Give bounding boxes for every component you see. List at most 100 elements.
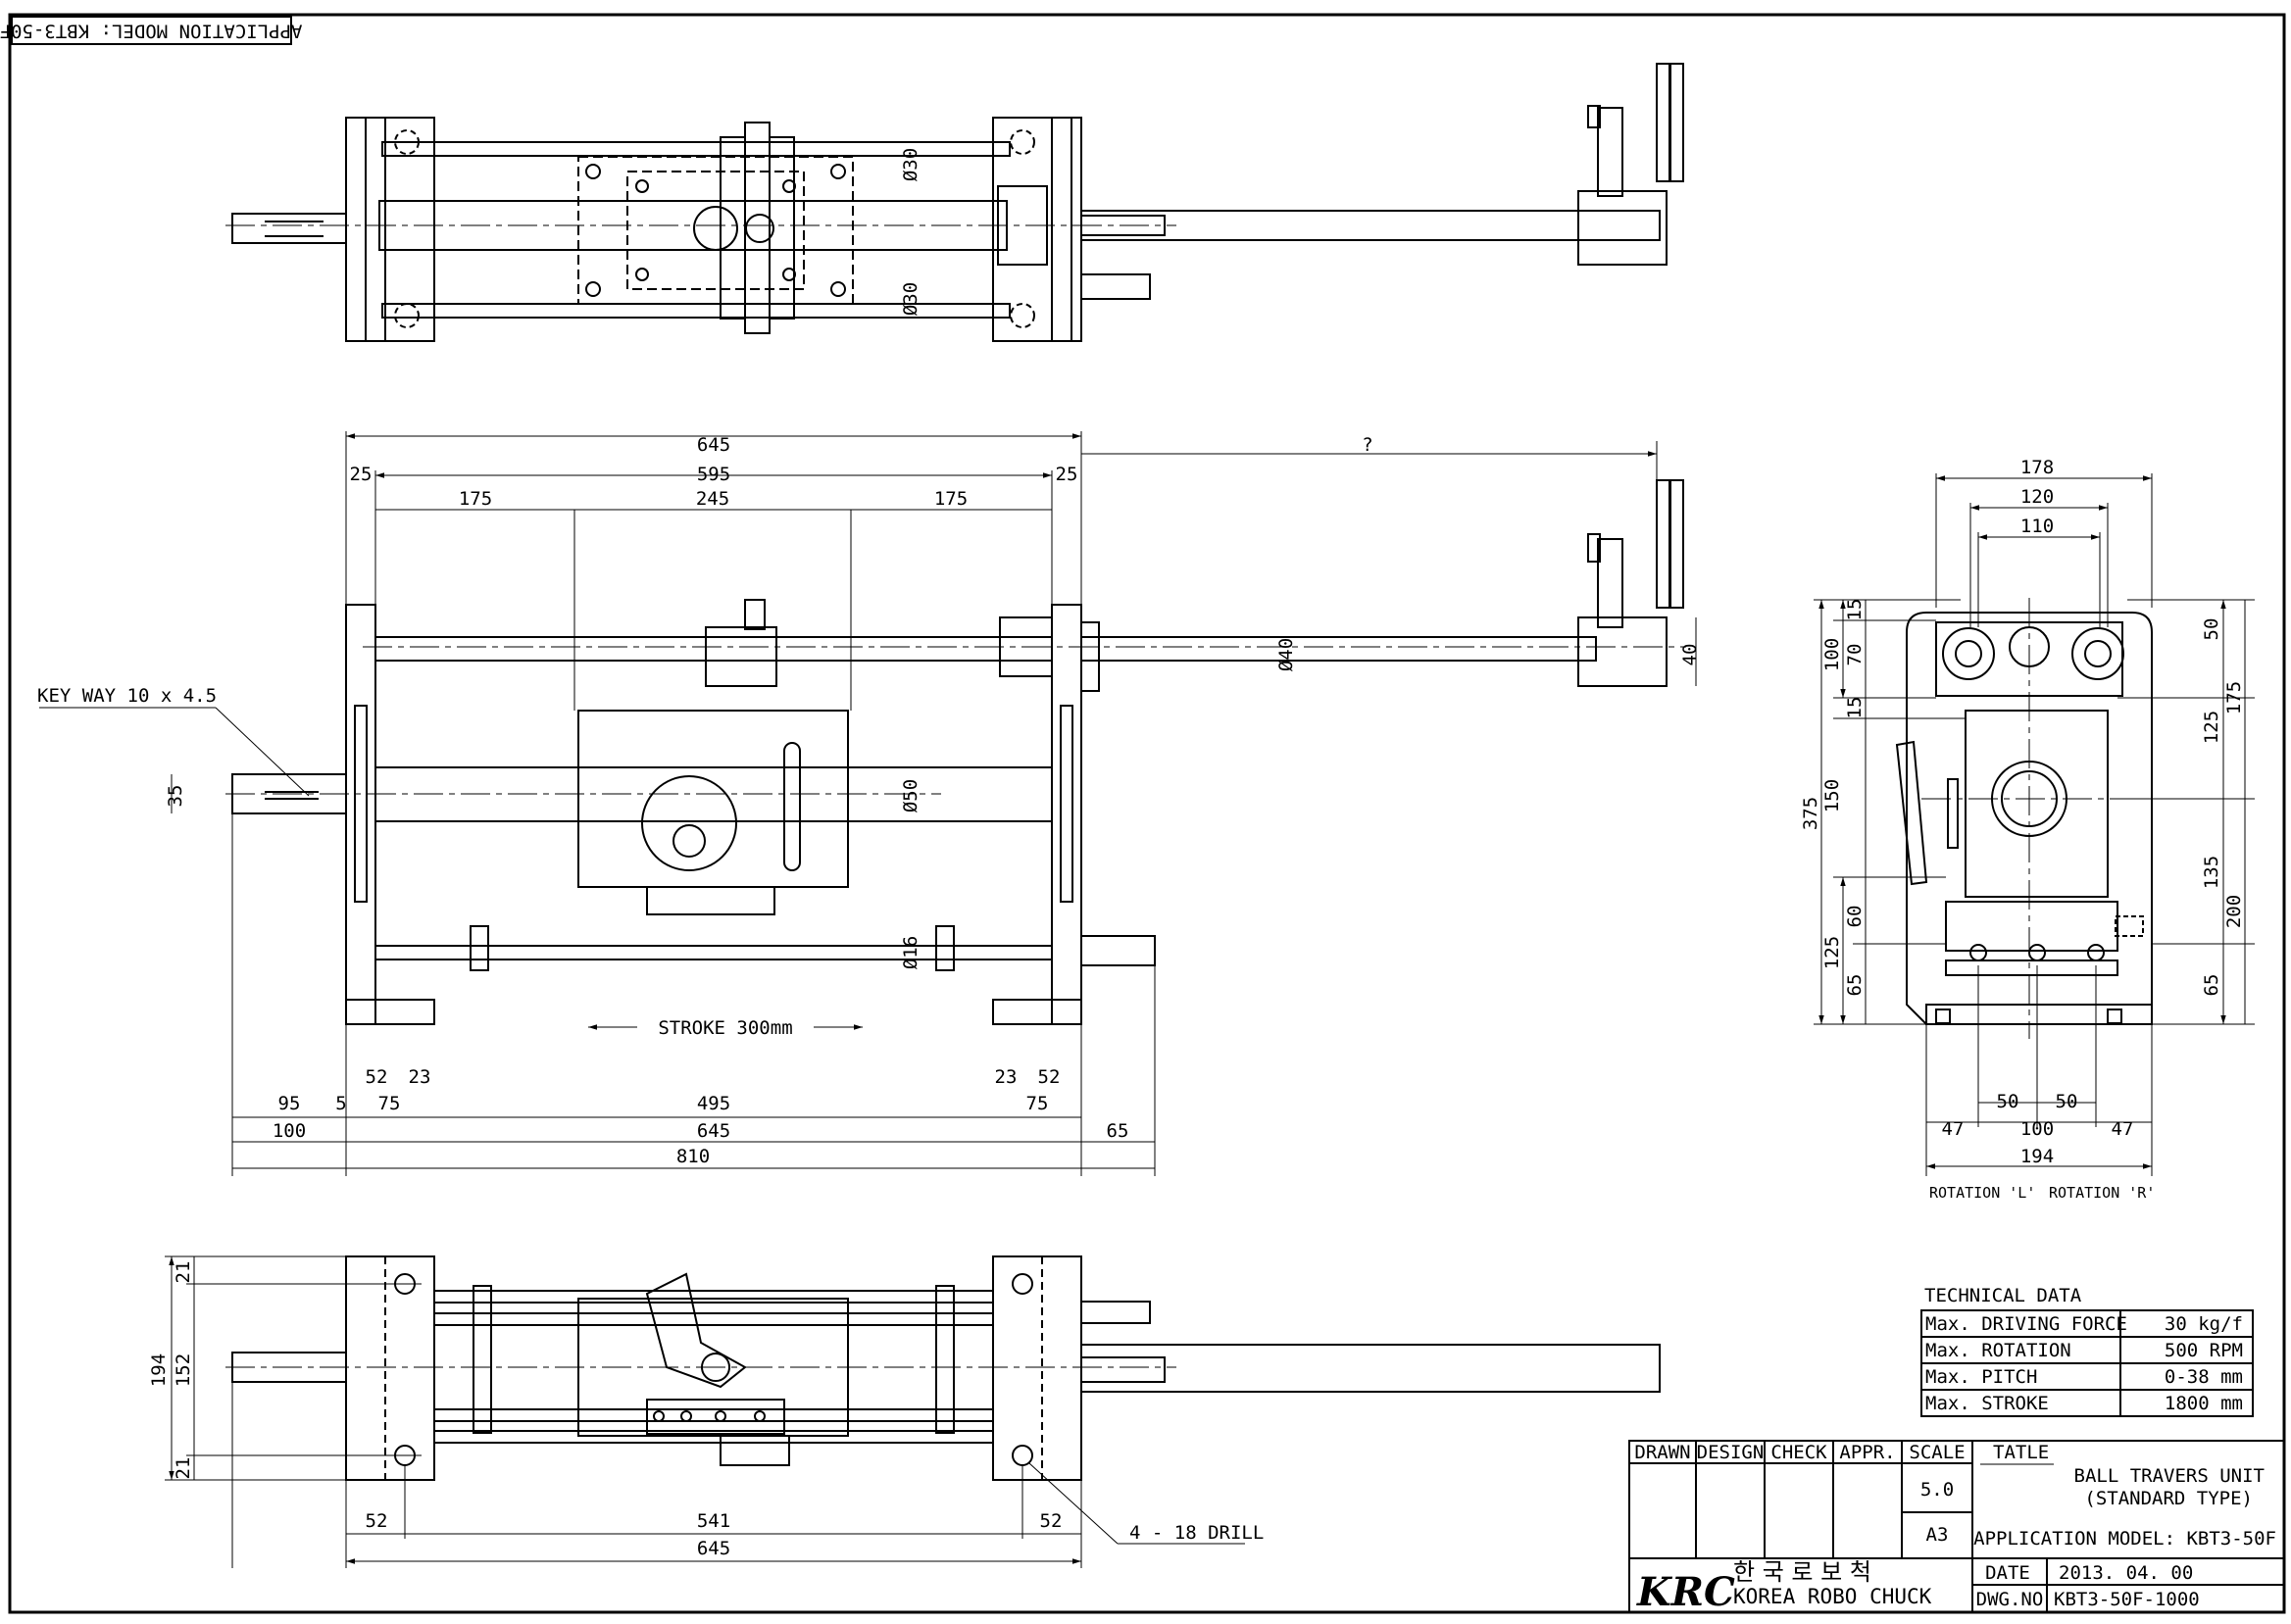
tb-date-value: 2013. 04. 00: [2059, 1562, 2193, 1584]
dim-side-b50b: 50: [2056, 1091, 2078, 1112]
tech-row-label: Max. ROTATION: [1925, 1340, 2071, 1361]
dim-side-r125: 125: [2201, 711, 2222, 744]
front-view-dims: 645 ? 25 595 25 175 245 175 Ø40 40 Ø50 Ø…: [37, 434, 1701, 1167]
dim-bottom-b541: 541: [697, 1510, 730, 1532]
dim-side-h60: 60: [1844, 906, 1866, 928]
dim-front-end-left: 25: [350, 464, 373, 485]
front-view-dim-lines: [39, 431, 1697, 1176]
dim-side-b47b: 47: [2112, 1118, 2134, 1140]
drill-label: 4 - 18 DRILL: [1129, 1522, 1264, 1544]
top-view-dims: Ø30 Ø30: [900, 148, 921, 316]
dim-front-seg-mid: 245: [696, 488, 729, 510]
dim-front-b75-left: 75: [378, 1093, 401, 1114]
tech-row-value: 0-38 mm: [2165, 1366, 2243, 1388]
dim-side-h15b: 15: [1844, 697, 1866, 719]
tb-company-english: KOREA ROBO CHUCK: [1733, 1585, 1932, 1608]
bottom-view-dim-lines: [165, 1255, 1245, 1568]
dim-bottom-h194: 194: [148, 1353, 170, 1387]
dim-side-r50: 50: [2201, 618, 2222, 641]
technical-data-title: TECHNICAL DATA: [1924, 1285, 2082, 1306]
dim-front-b95: 95: [278, 1093, 301, 1114]
tb-header-design: DESIGN: [1697, 1442, 1765, 1463]
dim-side-b47a: 47: [1942, 1118, 1965, 1140]
dim-front-overall: 645: [697, 434, 730, 456]
tb-header-scale: SCALE: [1909, 1442, 1965, 1463]
title-block: DRAWN DESIGN CHECK APPR. SCALE 5.0 A3 TA…: [1628, 1440, 2285, 1615]
dim-front-b52-right: 52: [1038, 1066, 1061, 1088]
keyway-label: KEY WAY 10 x 4.5: [37, 685, 217, 707]
bottom-view-dims: 21 152 194 21 52 541 52 645 4 - 18 DRILL: [148, 1261, 1264, 1559]
dim-side-w110: 110: [2020, 516, 2054, 537]
dim-front-b100: 100: [273, 1120, 306, 1142]
dim-bottom-h21a: 21: [173, 1261, 194, 1284]
dim-side-h100: 100: [1821, 638, 1843, 671]
dim-side-b50a: 50: [1997, 1091, 2019, 1112]
dim-side-h70: 70: [1844, 644, 1866, 666]
dim-front-b810: 810: [676, 1146, 710, 1167]
dim-front-inner: 595: [697, 464, 730, 485]
dim-bottom-b645: 645: [697, 1538, 730, 1559]
tb-company-korean: 한 국 로 보 척: [1733, 1558, 1871, 1586]
side-view-dim-lines: [1814, 473, 2255, 1176]
dim-top-dia-lower: Ø30: [900, 282, 921, 316]
rotation-r-label: ROTATION 'R': [2049, 1184, 2155, 1202]
tb-date-label: DATE: [1985, 1562, 2030, 1584]
dim-side-h65: 65: [1844, 974, 1866, 997]
tb-dwg-label: DWG.NO: [1976, 1589, 2044, 1610]
dim-front-b52-left: 52: [366, 1066, 388, 1088]
dim-front-b495: 495: [697, 1093, 730, 1114]
dim-side-h125: 125: [1821, 936, 1843, 969]
dim-front-b23-left: 23: [409, 1066, 431, 1088]
tech-row-value: 500 RPM: [2165, 1340, 2243, 1361]
sheet-border: [8, 13, 2286, 1614]
tech-row-value: 1800 mm: [2165, 1393, 2243, 1414]
technical-data-table: TECHNICAL DATA Max. DRIVING FORCE 30 kg/…: [1920, 1285, 2254, 1417]
tech-row-label: Max. DRIVING FORCE: [1925, 1313, 2127, 1335]
dim-front-key-height: 35: [165, 785, 186, 808]
rotation-l-label: ROTATION 'L': [1929, 1184, 2035, 1202]
krc-logo: KRC: [1636, 1569, 1735, 1615]
dim-front-seg-left: 175: [459, 488, 492, 510]
dim-side-h375: 375: [1800, 797, 1821, 830]
dim-side-b194: 194: [2020, 1146, 2054, 1167]
tb-title-label: TATLE: [1993, 1442, 2049, 1463]
dim-front-unknown: ?: [1362, 434, 1372, 456]
dim-front-seg-right: 175: [934, 488, 968, 510]
dim-front-shaft-dia: Ø50: [900, 779, 921, 812]
dim-side-h15a: 15: [1844, 599, 1866, 621]
dim-side-b100: 100: [2020, 1118, 2054, 1140]
stroke-label: STROKE 300mm: [658, 1017, 792, 1039]
dim-front-b5: 5: [335, 1093, 346, 1114]
tb-scale-value: 5.0: [1920, 1479, 1954, 1501]
dim-bottom-h152: 152: [173, 1353, 194, 1387]
tech-row-value: 30 kg/f: [2165, 1313, 2243, 1335]
tech-row-label: Max. PITCH: [1925, 1366, 2037, 1388]
dim-front-rod-dia: Ø40: [1275, 638, 1297, 671]
dim-side-r135: 135: [2201, 856, 2222, 889]
side-view: [1895, 598, 2153, 1039]
dim-front-b23-right: 23: [995, 1066, 1018, 1088]
front-view: [225, 479, 1686, 1025]
dim-bottom-b52-left: 52: [366, 1510, 388, 1532]
dim-front-b65: 65: [1107, 1120, 1129, 1142]
tb-title-line2: (STANDARD TYPE): [2084, 1488, 2253, 1509]
tb-dwg-value: KBT3-50F-1000: [2054, 1589, 2200, 1610]
dim-side-r65: 65: [2201, 974, 2222, 997]
tb-header-drawn: DRAWN: [1634, 1442, 1690, 1463]
dim-front-end-right: 25: [1056, 464, 1078, 485]
side-view-dims: 178 120 110 15 70 100 15 150 375 60 125 …: [1800, 457, 2245, 1202]
dim-bottom-b52-right: 52: [1040, 1510, 1063, 1532]
dim-side-w120: 120: [2020, 486, 2054, 508]
dim-side-r175: 175: [2223, 681, 2245, 714]
bottom-view: [225, 1255, 1661, 1481]
dim-side-h150: 150: [1821, 779, 1843, 812]
dim-front-b645: 645: [697, 1120, 730, 1142]
tb-paper-size: A3: [1926, 1524, 1949, 1546]
dim-side-r200: 200: [2223, 895, 2245, 928]
dim-top-dia-upper: Ø30: [900, 148, 921, 181]
dim-front-screw-dia: Ø16: [900, 936, 921, 969]
tech-row-label: Max. STROKE: [1925, 1393, 2049, 1414]
dim-front-rod-height: 40: [1679, 644, 1701, 666]
top-view: [225, 63, 1684, 342]
